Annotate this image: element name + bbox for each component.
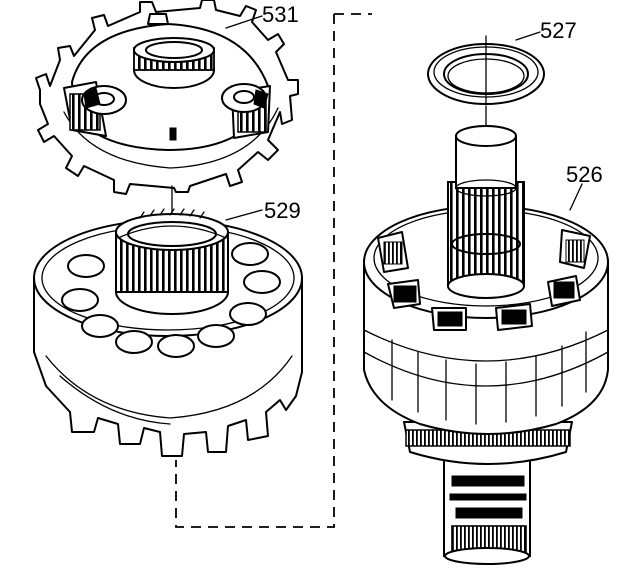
gear-shaft-assembly-526: [363, 125, 609, 565]
leader-529: [225, 209, 263, 221]
label-529: 529: [264, 198, 301, 223]
label-527: 527: [540, 18, 577, 43]
planet-carrier-531: [35, 0, 299, 195]
leader-531: [225, 15, 263, 29]
leader-526: [569, 183, 583, 211]
drum-529: [33, 208, 303, 457]
leader-527: [515, 31, 541, 41]
label-531: 531: [262, 2, 299, 27]
assembly-dashed-line: [175, 14, 335, 528]
label-526: 526: [566, 162, 603, 187]
